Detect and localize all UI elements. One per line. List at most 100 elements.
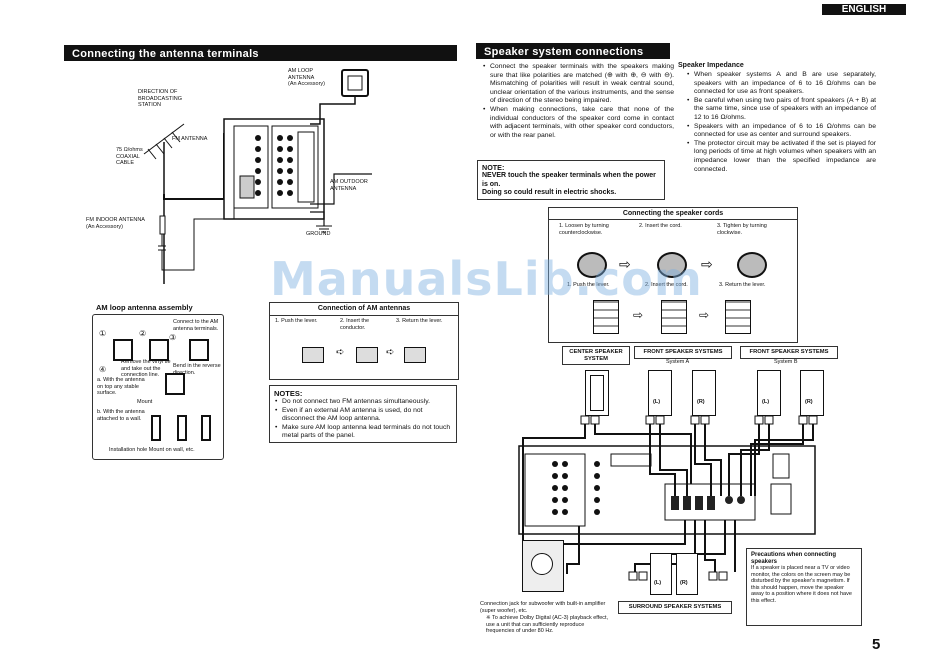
note-item: Even if an external AM antenna is used, … [275,407,452,424]
warning-line: NEVER touch the speaker terminals when t… [482,172,656,188]
arrow-icon: ⇨ [699,308,710,322]
step-4-marker: ④ [99,365,107,374]
page-number: 5 [872,636,881,653]
impedance-item: The protector circuit may be activated i… [687,140,876,174]
am-loop-assembly-title: AM loop antenna assembly [96,303,193,312]
subwoofer-speaker-icon [531,553,553,575]
cords-title: Connecting the speaker cords [549,208,797,220]
warning-heading: NOTE: [482,163,505,172]
front-speaker-a-right: (R) [692,370,716,416]
label-mount: Mount [137,399,153,405]
push-terminal-icon [661,300,687,334]
subwoofer-note: ※ To achieve Dolby Digital (AC-3) playba… [486,615,609,634]
front-speaker-b-left: (L) [757,370,781,416]
system-a-label: System A [666,359,690,365]
antenna-section-title: Connecting the antenna terminals [64,45,457,61]
watermark: ManualsLib.com [270,252,703,306]
precautions-text: If a speaker is placed near a TV or vide… [751,565,852,604]
label-on-surface: a. With the antenna on top any stable su… [97,377,145,396]
arrow-icon: ⇨ [619,256,631,272]
subwoofer-unit [522,540,564,592]
label-coaxial-cable: 75 Ω/ohms COAXIAL CABLE [116,147,143,166]
stand-antenna-icon [165,373,185,395]
cord-alt-step-3: 3. Return the lever. [719,282,766,288]
label-am-outdoor-antenna: AM OUTDOOR ANTENNA [330,179,368,192]
precautions-box: Precautions when connecting speakers If … [746,548,862,626]
loop-antenna-icon [113,339,133,361]
step-2-marker: ② [139,329,147,338]
impedance-heading: Speaker Impedance [678,62,744,69]
note-item: Make sure AM loop antenna lead terminals… [275,424,452,441]
label-direction-station: DIRECTION OF BROADCASTING STATION [138,89,183,108]
center-system-label: CENTER SPEAKER SYSTEM [562,346,630,365]
surround-speaker-right: (R) [676,553,698,595]
impedance-item: When speaker systems A and B are use sep… [687,71,876,97]
wall-antenna-icon [151,415,161,441]
cord-step-1: 1. Loosen by turning counterclockwise. [559,223,609,236]
label-am-loop-antenna: AM LOOP ANTENNA (An Accessory) [288,68,325,87]
label-remove-tie: Remove the vinyl tie and take out the co… [121,359,171,378]
subwoofer-caption: Connection jack for subwoofer with built… [480,601,606,614]
screw-terminal-icon [657,252,687,278]
antenna-diagram [84,64,384,284]
speaker-cords-box: Connecting the speaker cords 1. Loosen b… [548,207,798,343]
push-terminal-icon [593,300,619,334]
arrow-icon: ⇨ [701,256,713,272]
antenna-notes-box: NOTES: Do not connect two FM antennas si… [269,385,457,443]
push-terminal-icon [725,300,751,334]
label-on-wall: b. With the antenna attached to a wall. [97,409,145,422]
label-bend-reverse: Bend in the reverse direction. [173,363,221,376]
label-fm-indoor-antenna: FM INDOOR ANTENNA (An Accessory) [86,217,145,230]
speaker-bullet: When making connections, take care that … [483,106,674,140]
precautions-heading: Precautions when connecting speakers [751,552,837,565]
impedance-item: Be careful when using two pairs of front… [687,97,876,123]
am-step-3: 3. Return the lever. [396,318,443,324]
label-installation-hole: Installation hole Mount on wall, etc. [109,447,195,453]
am-connection-title: Connection of AM antennas [270,303,458,316]
step-3-marker: ③ [169,333,177,342]
system-b-label: System B [774,359,798,365]
speaker-bullets: Connect the speaker terminals with the s… [482,63,674,140]
screw-terminal-icon [577,252,607,278]
language-label: ENGLISH [841,4,887,15]
impedance-item: Speakers with an impedance of 6 to 16 Ω/… [687,123,876,140]
speaker-warning-note: NOTE: NEVER touch the speaker terminals … [477,160,665,200]
impedance-list: When speaker systems A and B are use sep… [686,71,876,174]
arrow-icon: ➪ [386,347,395,358]
arrow-icon: ⇨ [633,308,644,322]
front-speaker-a-left: (L) [648,370,672,416]
am-step-1: 1. Push the lever. [275,318,318,324]
lever-terminal-icon [404,347,426,363]
center-speaker [585,370,609,416]
step-1-marker: ① [99,329,107,338]
notes-list: Do not connect two FM antennas simultane… [274,398,452,441]
label-ground: GROUND [306,231,331,237]
notes-heading: NOTES: [274,389,303,398]
label-connect-terminals: Connect to the AM antenna terminals. [173,319,219,332]
cord-alt-step-2: 2. Insert the cord. [645,282,688,288]
am-step-2: 2. Insert the conductor. [340,318,370,331]
lever-terminal-icon [356,347,378,363]
am-loop-assembly-box: ① ② ③ ④ Connect to the AM antenna termin… [92,314,224,460]
arrow-icon: ➪ [336,347,345,358]
language-tab: ENGLISH [822,4,906,15]
loop-antenna-icon [149,339,169,361]
surround-speaker-left: (L) [650,553,672,595]
front-speaker-b-right: (R) [800,370,824,416]
cord-step-3: 3. Tighten by turning clockwise. [717,223,767,236]
cord-alt-step-1: 1. Push the lever. [567,282,610,288]
surround-systems-label: SURROUND SPEAKER SYSTEMS [618,601,732,614]
screw-terminal-icon [737,252,767,278]
front-systems-label: FRONT SPEAKER SYSTEMS [634,346,732,359]
note-item: Do not connect two FM antennas simultane… [275,398,452,407]
speaker-bullet: Connect the speaker terminals with the s… [483,63,674,106]
wall-antenna-icon [201,415,211,441]
am-connection-box: Connection of AM antennas 1. Push the le… [269,302,459,380]
antenna-wiring-svg [84,64,384,284]
front-systems-label: FRONT SPEAKER SYSTEMS [740,346,838,359]
loop-antenna-icon [189,339,209,361]
label-fm-antenna: FM ANTENNA [172,136,208,142]
lever-terminal-icon [302,347,324,363]
warning-line: Doing so could result in electric shocks… [482,189,617,196]
cord-step-2: 2. Insert the cord. [639,223,682,229]
